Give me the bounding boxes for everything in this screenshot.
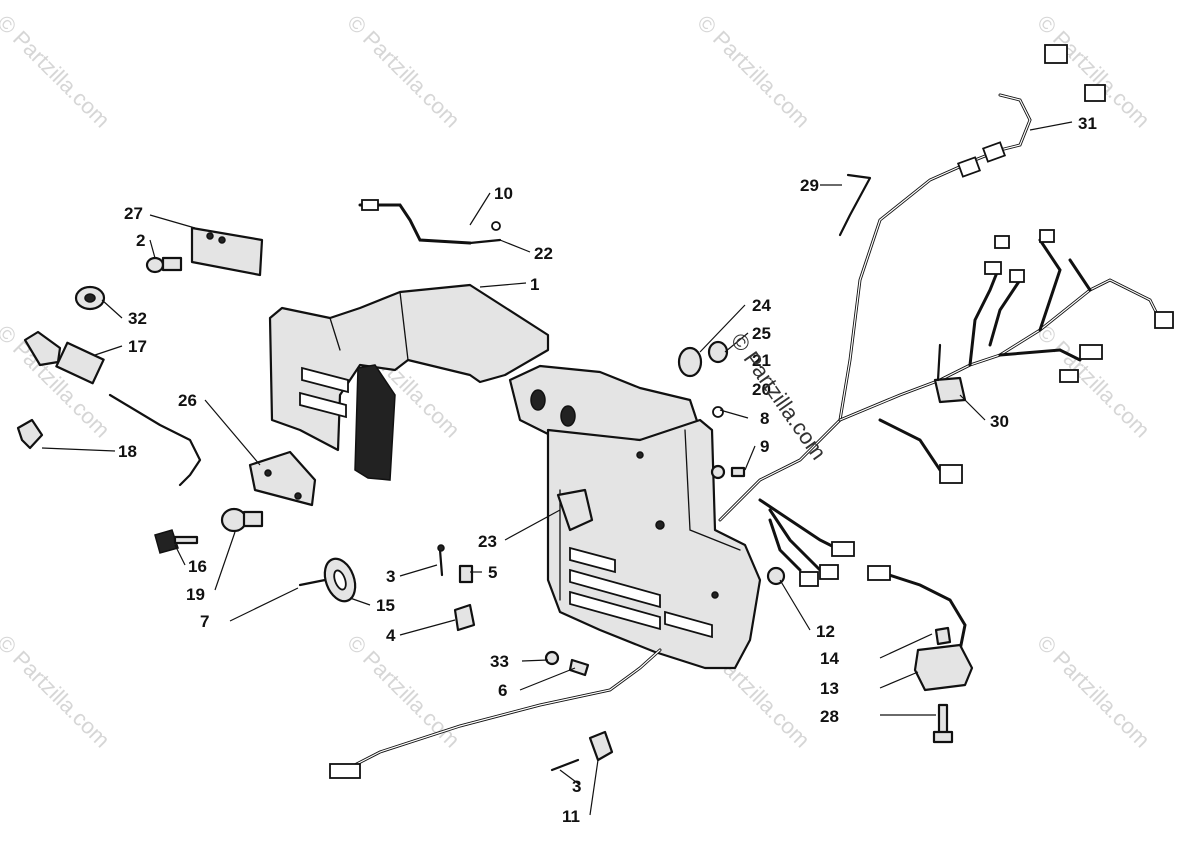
- lower-harness: [329, 648, 662, 779]
- callout-12: 12: [816, 622, 835, 641]
- callout-1: 1: [530, 275, 539, 294]
- callout-24: 24: [752, 296, 771, 315]
- callouts: 1 27 2 10 22 32 17 26 18 16 19 7 15 3 5 …: [118, 114, 1097, 826]
- clip-29: [838, 173, 872, 237]
- decal-plate-27: [190, 226, 264, 277]
- callout-11: 11: [562, 807, 580, 826]
- callout-32: 32: [128, 309, 147, 328]
- main-harness: [718, 44, 1174, 587]
- callout-3a: 3: [386, 567, 395, 586]
- callout-29: 29: [800, 176, 819, 195]
- callout-2: 2: [136, 231, 145, 250]
- bezel-15: [323, 557, 357, 603]
- callout-18: 18: [118, 442, 137, 461]
- callout-4: 4: [386, 626, 396, 645]
- callout-9: 9: [760, 437, 769, 456]
- callout-28: 28: [820, 707, 839, 726]
- lever-18: [16, 418, 44, 450]
- callout-14: 14: [820, 649, 839, 668]
- callout-25: 25: [752, 324, 771, 343]
- fasteners-center: [437, 544, 614, 772]
- throttle-cable-17: [23, 330, 202, 487]
- callout-8: 8: [760, 409, 769, 428]
- callout-15: 15: [376, 596, 395, 615]
- callout-20: 20: [752, 380, 771, 399]
- callout-17: 17: [128, 337, 147, 356]
- callout-10: 10: [494, 184, 513, 203]
- callout-6: 6: [498, 681, 507, 700]
- hose-10: [358, 199, 502, 245]
- bracket-26: [248, 450, 317, 507]
- regulator-13: [867, 565, 974, 744]
- callout-30: 30: [990, 412, 1009, 431]
- callout-7: 7: [200, 612, 209, 631]
- console-housing: [268, 283, 762, 670]
- callout-19: 19: [186, 585, 205, 604]
- callout-16: 16: [188, 557, 207, 576]
- callout-33: 33: [490, 652, 509, 671]
- screw-7: [298, 578, 327, 587]
- callout-13: 13: [820, 679, 839, 698]
- callout-3b: 3: [572, 777, 581, 796]
- callout-31: 31: [1078, 114, 1097, 133]
- callout-22: 22: [534, 244, 553, 263]
- ignition-switch-19: [220, 507, 264, 533]
- leader-lines: [41, 121, 1073, 816]
- callout-23: 23: [478, 532, 497, 551]
- callout-21: 21: [752, 351, 771, 370]
- washer-stack-right: [677, 340, 786, 586]
- callout-26: 26: [178, 391, 197, 410]
- key-16: [154, 529, 199, 554]
- boot-32: [74, 285, 106, 311]
- callout-27: 27: [124, 204, 143, 223]
- callout-5: 5: [488, 563, 497, 582]
- grommet-2: [145, 256, 183, 274]
- watermark-overlay: © Partzilla.com: [726, 329, 832, 465]
